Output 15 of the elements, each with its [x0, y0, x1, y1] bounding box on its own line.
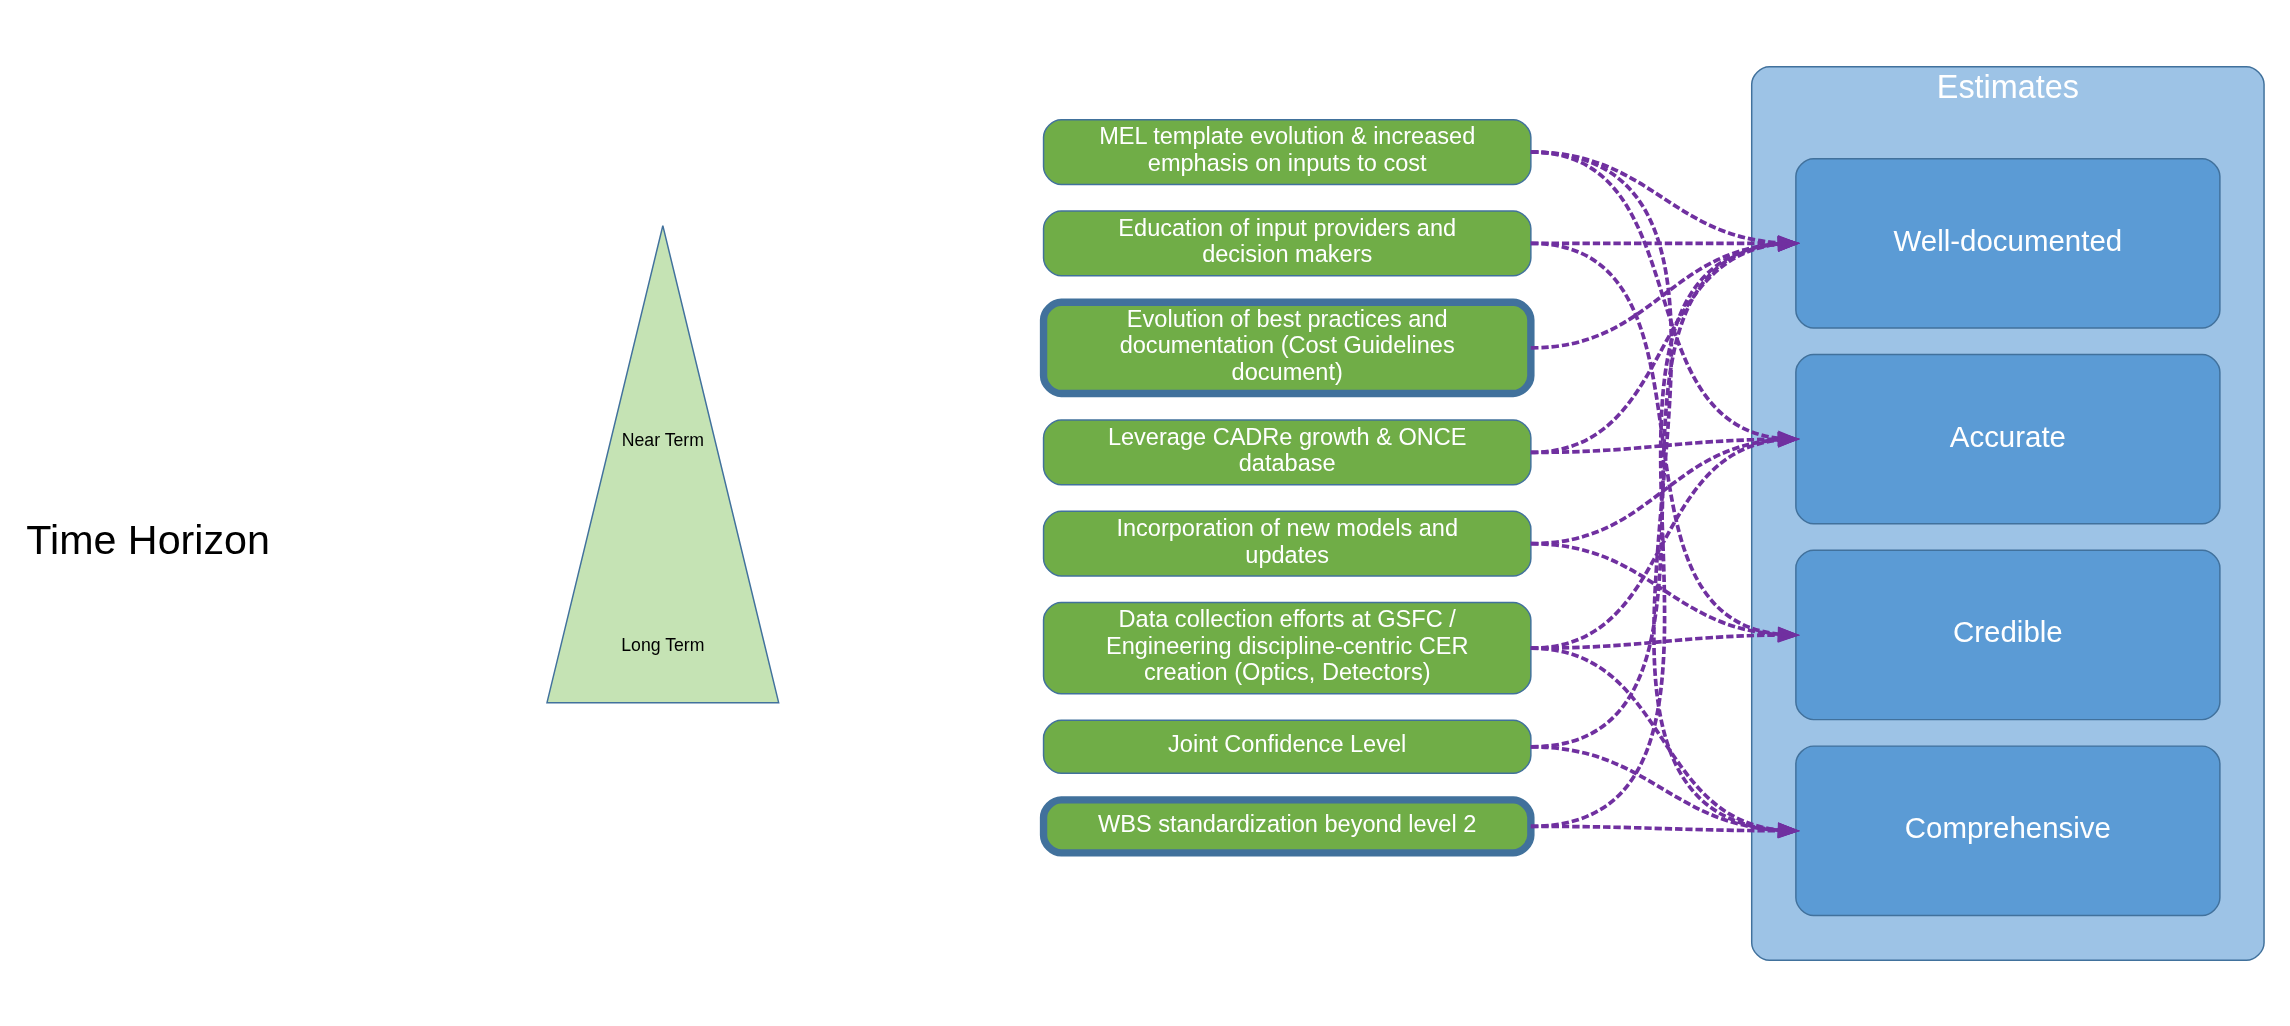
node-box: Joint Confidence Level	[1042, 719, 1532, 774]
node-box: Leverage CADRe growth & ONCE database	[1042, 418, 1532, 486]
node-box: Incorporation of new models and updates	[1042, 510, 1532, 577]
node-box: Accurate	[1795, 353, 2221, 525]
node-box: Comprehensive	[1795, 744, 2221, 916]
node-box: Education of input providers and decision makers	[1042, 209, 1532, 276]
label: Time Horizon	[26, 516, 270, 563]
node-box: WBS standardization beyond level 2	[1039, 795, 1535, 857]
arrow	[1530, 744, 1800, 838]
node-box: Credible	[1795, 549, 2221, 720]
node-box: Data collection efforts at GSFC / Engineering discipline-centric CER creation (Optics, Detectors)	[1042, 601, 1532, 695]
node-box: Evolution of best practices and documentation (Cost Guidelines document)	[1039, 298, 1535, 397]
node-box: Well-documented	[1795, 157, 2221, 329]
arrow	[1530, 822, 1800, 838]
node-box: MEL template evolution & increased emphasis on inputs to cost	[1042, 118, 1532, 185]
